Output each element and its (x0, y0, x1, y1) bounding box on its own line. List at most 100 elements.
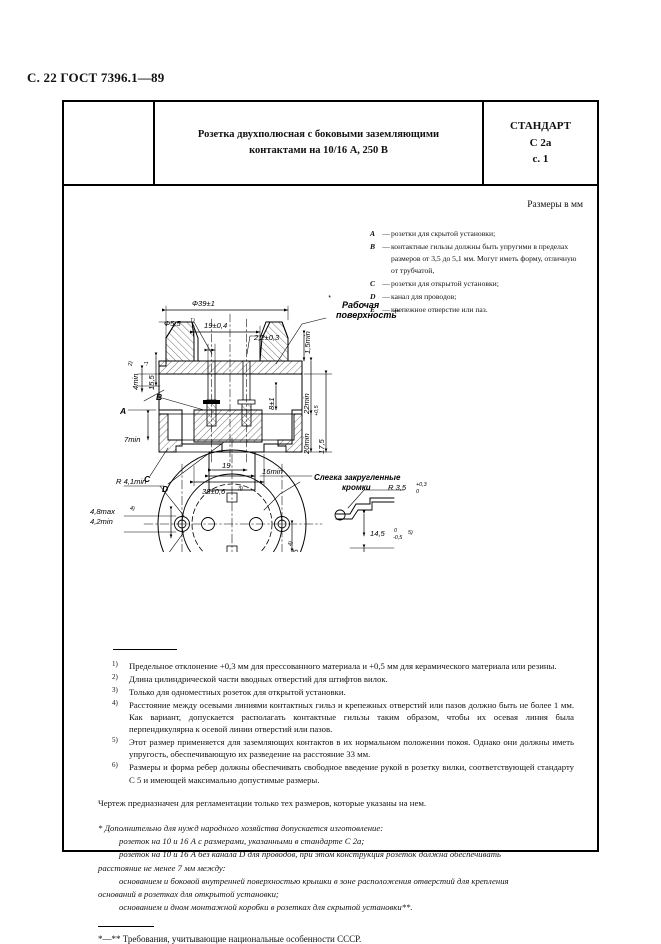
dim-19: 19 (222, 461, 231, 470)
dim-R35: R 3,5 (388, 483, 407, 492)
svg-text:3): 3) (238, 486, 243, 492)
notes-list: 1) Предельное отклонение +0,3 мм для пре… (112, 660, 574, 786)
svg-text:-0,5: -0,5 (393, 535, 403, 541)
legend-text: розетки для скрытой установки; (391, 229, 496, 238)
legend-text: розетки для открытой установки; (391, 279, 499, 289)
legend-key: B (370, 241, 376, 251)
svg-text:4): 4) (130, 506, 135, 512)
dim-175: 17,5 (317, 438, 326, 454)
note-number: 5) (112, 736, 118, 745)
dim-20min: 20min (302, 433, 311, 455)
star-note-block: * Дополнительно для нужд народного хозяй… (98, 822, 590, 915)
star-line-3: розеток на 10 и 16 А без канала D для пр… (119, 849, 501, 860)
callout-C: C (144, 474, 151, 484)
svg-text:0: 0 (394, 528, 397, 534)
note-item: 5) Этот размер применяется для заземляющ… (112, 736, 574, 761)
dim-145-a: 14,5 (370, 529, 386, 538)
legend-text: канал для проводов; (391, 291, 457, 301)
dim-d39: Ф39±1 (192, 299, 215, 308)
standard-label: СТАНДАРТ (510, 120, 571, 133)
svg-text:4): 4) (288, 541, 294, 546)
dim-8pm1: 8±1 (267, 397, 276, 410)
dim-R41: R 4,1min (116, 477, 146, 486)
callout-A: A (119, 406, 126, 416)
technical-drawing: Ф39±1 Ф5,5 1) 19±0,4 2,2±0,3 1,5min Рабоч… (90, 295, 427, 552)
note-text: Только для одноместных розеток для откры… (129, 686, 346, 697)
callout-B: B (156, 392, 162, 402)
paragraph-chertezh: Чертеж предназначен для регламентации то… (98, 798, 427, 808)
dim-42min: 4,2min (90, 517, 113, 526)
note-item: 6) Размеры и форма ребер должны обеспечи… (112, 761, 574, 786)
label-rab-1: Рабочая (342, 300, 380, 310)
title-cell-empty (64, 102, 155, 184)
dim-48max: 4,8max (90, 507, 116, 516)
legend-dash: — (382, 229, 390, 238)
star-line-5: основанием и боковой внутренней поверхно… (119, 875, 509, 886)
legend-dash: — (382, 291, 390, 301)
legend-dash: — (382, 304, 390, 314)
note-text: Предельное отклонение +0,3 мм для прессо… (129, 661, 557, 671)
note-number: 2) (112, 672, 118, 681)
star-line-1: * Дополнительно для нужд народного хозяй… (98, 823, 384, 833)
svg-text:-1: -1 (144, 361, 150, 366)
units-note: Размеры в мм (527, 200, 583, 210)
note-item: 2) Длина цилиндрической части вводных от… (112, 673, 574, 685)
star-line-6: оснований в розетках для открытой устано… (98, 889, 279, 900)
star-line-2: розеток на 10 и 16 А с размерами, указан… (119, 836, 365, 847)
title-bar: Розетка двухполюсная с боковыми заземляю… (64, 102, 597, 186)
svg-text:*: * (328, 295, 331, 302)
legend-item: C — розетки для открытой установки; (370, 278, 585, 290)
drawing-area: Ф39±1 Ф5,5 1) 19±0,4 2,2±0,3 1,5min Рабоч… (64, 214, 597, 552)
dim-19-04: 19±0,4 (204, 321, 227, 330)
callout-D: D (162, 484, 168, 494)
frame-body: Размеры в мм (64, 186, 597, 944)
note-item: 3) Только для одноместных розеток для от… (112, 686, 574, 698)
dim-55: 5,5 (291, 549, 300, 552)
legend-item: D — канал для проводов; (370, 291, 585, 303)
standard-page: с. 1 (532, 153, 549, 166)
document-frame: Розетка двухполюсная с боковыми заземляю… (62, 100, 599, 944)
note-number: 1) (112, 660, 118, 668)
legend-key: D (370, 291, 376, 301)
note-text: Расстояние между осевыми линиями контакт… (129, 699, 574, 735)
note-text: Длина цилиндрической части вводных отвер… (129, 673, 388, 684)
legend-item: A — розетки для скрытой установки; (370, 228, 585, 240)
note-item: 1) Предельное отклонение +0,3 мм для пре… (112, 660, 574, 672)
note-number: 3) (112, 685, 118, 694)
title-cell-main: Розетка двухполюсная с боковыми заземляю… (155, 102, 484, 184)
dim-22min: 22min (302, 393, 311, 415)
label-sleg-2: кромки (342, 483, 371, 492)
svg-text:+0,5: +0,5 (314, 404, 320, 416)
svg-text:1): 1) (190, 318, 195, 324)
dim-38: 38±0,6 (202, 487, 226, 496)
star-line-7: основанием и дном монтажной коробки в ро… (119, 902, 413, 913)
dim-155: 15,5 (147, 374, 156, 390)
final-note-rule (98, 926, 154, 927)
legend-list: A — розетки для скрытой установки; B — к… (370, 228, 585, 317)
note-number: 4) (112, 698, 118, 707)
title-line-1: Розетка двухполюсная с боковыми заземляю… (197, 128, 440, 140)
note-text: Этот размер применяется для заземляющих … (129, 737, 574, 760)
title-line-2: контактами на 10/16 А, 250 В (249, 145, 388, 156)
legend-item: E — крепежное отверстие или паз. (370, 304, 585, 316)
svg-text:0: 0 (416, 489, 419, 495)
footnote-rule (113, 649, 177, 650)
legend-text: контактные гильзы должны быть упругими в… (391, 241, 577, 276)
dim-7min: 7min (124, 435, 140, 444)
dim-15min: 1,5min (303, 331, 312, 354)
dim-4min: 4min (131, 374, 140, 390)
legend-key: A (370, 229, 376, 238)
dim-16min: 16min (262, 467, 283, 476)
svg-text:5): 5) (408, 530, 413, 536)
label-rab-2: поверхность (336, 310, 397, 320)
dim-22-03: 2,2±0,3 (253, 333, 280, 342)
svg-text:+0,3: +0,3 (416, 482, 427, 488)
legend-text: крепежное отверстие или паз. (391, 304, 488, 314)
dim-d55: Ф5,5 (164, 319, 181, 328)
legend-key: E (370, 304, 376, 314)
title-cell-standard: СТАНДАРТ С 2а с. 1 (484, 102, 597, 184)
legend-dash: — (382, 279, 390, 289)
label-sleg-1: Слегка закругленные (314, 473, 401, 482)
page-running-head: С. 22 ГОСТ 7396.1—89 (27, 70, 165, 85)
note-item: 4) Расстояние между осевыми линиями конт… (112, 699, 574, 736)
